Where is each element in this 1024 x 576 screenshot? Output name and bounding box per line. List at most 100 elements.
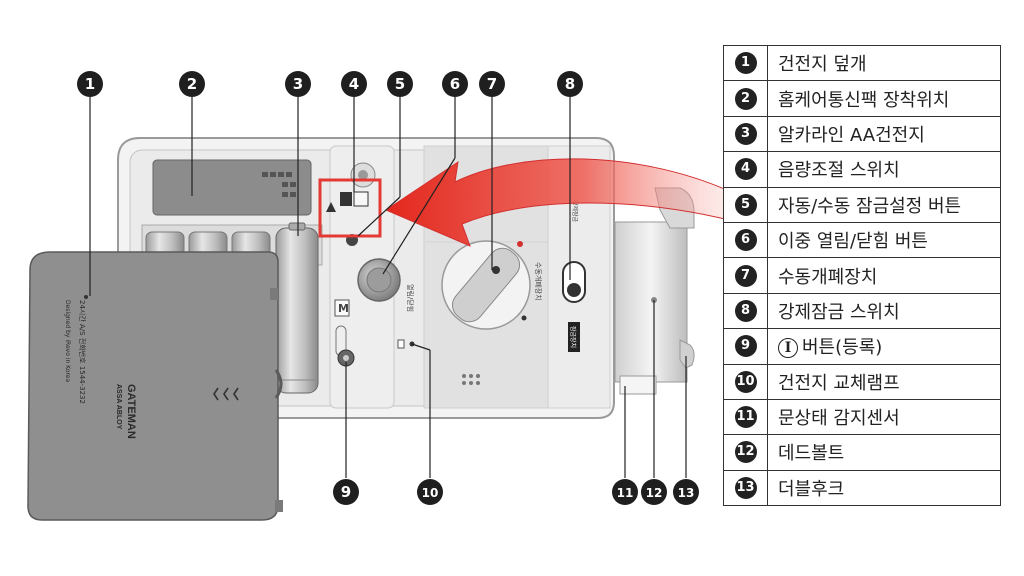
legend-row: 7 수동개폐장치: [723, 257, 1001, 294]
callout-4: 4: [341, 71, 367, 97]
legend-label-cell: 이중 열림/닫힘 버튼: [767, 221, 1001, 259]
legend-number: 2: [723, 80, 768, 117]
double-button-label: 열림/닫힘: [406, 284, 415, 312]
legend-row: 10 건전지 교체램프: [723, 363, 1001, 400]
m-mark: M: [338, 302, 349, 315]
leader-lines: [89, 97, 687, 478]
legend-number: 6: [723, 221, 768, 259]
legend-row: 12 데드볼트: [723, 434, 1001, 471]
cover-designed: Designed by iRevo in Korea: [64, 300, 71, 382]
legend-number: 9: [723, 328, 768, 365]
legend-label: 음량조절 스위치: [778, 160, 900, 182]
legend-row: 4 음량조절 스위치: [723, 151, 1001, 188]
legend-label-cell: 더블후크: [767, 469, 1001, 507]
legend-number-badge: 7: [734, 264, 757, 287]
legend-number-badge: 1: [734, 52, 757, 75]
legend-label: 더블후크: [778, 478, 845, 500]
callout-circle: [341, 71, 367, 97]
legend-number-badge: 2: [734, 87, 757, 110]
legend-number: 8: [723, 292, 768, 330]
legend-number: 3: [723, 115, 768, 153]
callout-circle: [77, 71, 103, 97]
legend-label-cell: 자동/수동 잠금설정 버튼: [767, 186, 1001, 223]
callout-1: 1: [77, 71, 103, 97]
callout-number: 2: [187, 75, 197, 93]
legend-label-cell: 수동개폐장치: [767, 257, 1001, 294]
callout-9: 9: [333, 479, 359, 505]
legend-row: 5 자동/수동 잠금설정 버튼: [723, 186, 1001, 223]
legend-number-badge: 13: [734, 476, 757, 499]
legend-label-cell: 알카라인 AA건전지: [767, 115, 1001, 153]
legend-number-badge: 8: [734, 299, 757, 322]
callout-number: 5: [395, 75, 405, 93]
door-sensor: [619, 375, 657, 395]
force-lock-tag: 잠금장치: [569, 326, 577, 348]
legend-number-badge: 5: [734, 193, 757, 216]
legend-label-cell: 강제잠금 스위치: [767, 292, 1001, 330]
legend-label: 이중 열림/닫힘 버튼: [778, 231, 928, 253]
legend-label: 수동개폐장치: [778, 266, 878, 288]
callout-number: 11: [617, 486, 634, 500]
legend-row: 6 이중 열림/닫힘 버튼: [723, 221, 1001, 259]
callout-circle: [333, 479, 359, 505]
legend-number: 10: [723, 363, 768, 400]
legend-number-badge: 9: [734, 335, 757, 358]
battery-cover: GATEMAN ASSA ABLOY 24시간 A/S 전화번호 1544-32…: [27, 251, 283, 521]
legend-label-cell: 데드볼트: [767, 434, 1001, 471]
callout-5: 5: [387, 71, 413, 97]
legend-label: 건전지 교체램프: [778, 372, 900, 394]
legend-number: 13: [723, 469, 768, 507]
callout-number: 12: [646, 486, 663, 500]
deadbolt: [614, 221, 688, 383]
cover-brand: GATEMAN: [125, 384, 137, 439]
speaker-holes: [462, 374, 480, 385]
callout-circle: [557, 71, 583, 97]
legend-number-badge: 4: [734, 158, 757, 181]
double-open-close-button[interactable]: [357, 258, 401, 302]
callout-circle: [641, 479, 667, 505]
legend-number: 5: [723, 186, 768, 223]
legend-label: 데드볼트: [778, 443, 845, 465]
callout-circle: [442, 71, 468, 97]
callout-8: 8: [557, 71, 583, 97]
callout-12: 12: [641, 479, 667, 505]
legend-label: 건전지 덮개: [778, 54, 867, 76]
legend-label: 알카라인 AA건전지: [778, 124, 925, 146]
legend-label: 홈케어통신팩 장착위치: [778, 89, 950, 111]
callout-circle: [612, 479, 638, 505]
callout-number: 8: [565, 75, 575, 93]
callout-circle: [387, 71, 413, 97]
callout-circle: [179, 71, 205, 97]
callout-13: 13: [673, 479, 699, 505]
callout-number: 6: [450, 75, 460, 93]
dial-label: 수동개폐장치: [534, 262, 543, 301]
legend-label-cell: 홈케어통신팩 장착위치: [767, 80, 1001, 117]
cover-sub-brand: ASSA ABLOY: [115, 384, 122, 430]
legend-number: 1: [723, 44, 768, 82]
manual-opener-dial[interactable]: 수동개폐장치: [441, 240, 543, 330]
callout-circle: [673, 479, 699, 505]
legend-number-badge: 12: [734, 441, 757, 464]
callout-3: 3: [285, 71, 311, 97]
legend-label-cell: 건전지 교체램프: [767, 363, 1001, 400]
callout-2: 2: [179, 71, 205, 97]
callout-circle: [417, 479, 443, 505]
legend-row: 1 건전지 덮개: [723, 44, 1001, 82]
legend-number: 7: [723, 257, 768, 294]
i-button-icon: I: [778, 338, 798, 359]
legend-number-badge: 10: [734, 370, 757, 393]
force-lock-switch[interactable]: 강제잠금 잠금장치: [562, 200, 586, 352]
callout-10: 10: [417, 479, 443, 505]
callout-number: 3: [293, 75, 303, 93]
legend-number-badge: 11: [734, 406, 757, 429]
callout-circle: [479, 71, 505, 97]
legend-row: 13 더블후크: [723, 469, 1001, 507]
legend-row: 8 강제잠금 스위치: [723, 292, 1001, 330]
legend-label-cell: 문상태 감지센서: [767, 398, 1001, 436]
callout-circle: [285, 71, 311, 97]
legend-label-cell: 건전지 덮개: [767, 44, 1001, 82]
highlight-box: [318, 178, 382, 238]
